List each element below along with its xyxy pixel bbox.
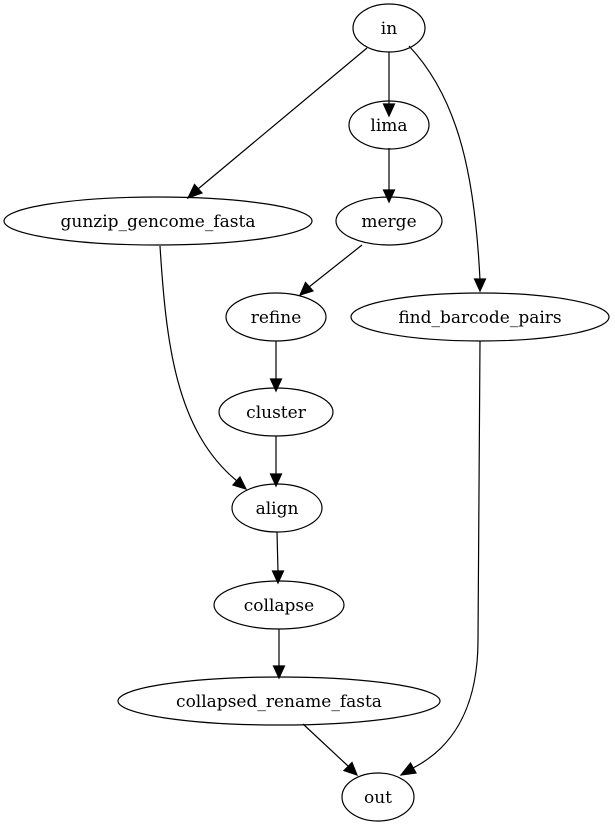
edge-align-collapse	[271, 531, 285, 585]
node-refine-label: refine	[251, 308, 302, 328]
node-collapse[interactable]: collapse	[213, 580, 345, 630]
node-out-label: out	[364, 788, 392, 808]
node-cluster-label: cluster	[246, 403, 307, 423]
edge-cluster-align	[269, 436, 283, 488]
node-lima[interactable]: lima	[348, 100, 430, 150]
edge-in-find-barcode-pairs	[408, 45, 487, 293]
node-in-label: in	[381, 19, 397, 39]
node-collapsed-rename-fasta[interactable]: collapsed_rename_fasta	[117, 676, 441, 726]
node-gunzip-gencome-fasta[interactable]: gunzip_gencome_fasta	[3, 196, 313, 246]
node-in[interactable]: in	[352, 3, 426, 53]
edge-collapse-collapsed-rename	[272, 629, 286, 680]
node-find-barcode-pairs[interactable]: find_barcode_pairs	[350, 292, 610, 342]
node-merge-label: merge	[361, 212, 416, 232]
node-collapsed-rename-fasta-label: collapsed_rename_fasta	[176, 692, 382, 712]
edge-refine-cluster	[269, 341, 283, 393]
edge-merge-refine	[298, 244, 363, 296]
node-align[interactable]: align	[231, 483, 323, 533]
node-lima-label: lima	[370, 116, 407, 136]
node-cluster[interactable]: cluster	[218, 387, 334, 437]
node-refine[interactable]: refine	[225, 292, 327, 342]
node-collapse-label: collapse	[244, 596, 314, 616]
edge-in-lima	[382, 52, 396, 118]
node-gunzip-gencome-fasta-label: gunzip_gencome_fasta	[60, 212, 255, 232]
node-merge[interactable]: merge	[335, 196, 443, 246]
edge-in-gunzip	[186, 47, 368, 200]
edge-lima-merge	[382, 148, 396, 204]
node-find-barcode-pairs-label: find_barcode_pairs	[398, 308, 561, 328]
node-out[interactable]: out	[341, 772, 415, 822]
edge-find-barcode-pairs-out	[399, 340, 481, 776]
node-align-label: align	[256, 499, 299, 519]
edge-collapsed-rename-out	[302, 723, 359, 776]
edge-gunzip-align	[159, 245, 248, 490]
